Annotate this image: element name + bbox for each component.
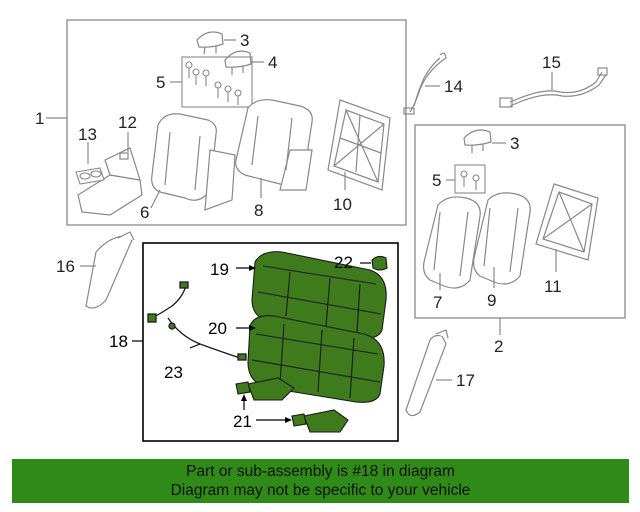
- cupholder-part-13: [75, 167, 105, 185]
- callout-1: 1: [35, 109, 44, 128]
- headrest-part-3: [196, 31, 224, 55]
- callout-23: 23: [164, 363, 183, 382]
- screws-part-5: [181, 56, 253, 108]
- trim-part-17: [405, 329, 449, 417]
- harness-part-23: [147, 281, 247, 361]
- callout-7: 7: [433, 293, 442, 312]
- trim-part-16: [85, 231, 135, 309]
- callout-19: 19: [210, 260, 229, 279]
- armrest-part-12: [77, 147, 143, 216]
- callout-17: 17: [456, 371, 475, 390]
- callout-14: 14: [444, 77, 463, 96]
- callout-21: 21: [233, 412, 252, 431]
- assembly-box-2: 2: [414, 124, 626, 356]
- info-banner: Part or sub-assembly is #18 in diagram D…: [12, 459, 629, 503]
- callout-9: 9: [487, 291, 496, 310]
- seatback-part-7: [423, 196, 481, 289]
- banner-line-2: Diagram may not be specific to your vehi…: [170, 482, 471, 499]
- clip-part-22: [371, 255, 388, 271]
- banner-line-1: Part or sub-assembly is #18 in diagram: [186, 463, 455, 480]
- seatback-part-8: [235, 99, 313, 191]
- callout-15: 15: [542, 53, 561, 72]
- callout-20: 20: [208, 319, 227, 338]
- callout-5-right: 5: [432, 171, 441, 190]
- headrest-part-4: [224, 50, 252, 75]
- callout-18: 18: [109, 332, 128, 351]
- trim-part-21-a: [235, 377, 295, 401]
- assembly-box-18: 18: [109, 242, 399, 442]
- callout-10: 10: [333, 195, 352, 214]
- callout-3-right: 3: [510, 134, 519, 153]
- callout-4: 4: [268, 53, 277, 72]
- callout-22: 22: [334, 253, 353, 272]
- callout-2: 2: [494, 337, 503, 356]
- callout-3-left: 3: [240, 31, 249, 50]
- seat-frame-part-11: [535, 183, 599, 261]
- callout-6: 6: [140, 203, 149, 222]
- screws-part-5-right: [454, 164, 486, 194]
- callout-12: 12: [118, 113, 137, 132]
- callout-8: 8: [254, 201, 263, 220]
- seatback-part-6: [151, 113, 236, 211]
- seat-frame-part-10: [327, 99, 391, 191]
- callout-11: 11: [544, 277, 562, 296]
- trim-part-21-b: [291, 409, 349, 433]
- seatback-part-9: [473, 192, 531, 285]
- headrest-part-3-right: [463, 129, 492, 153]
- callout-16: 16: [56, 257, 75, 276]
- cable-part-15: [499, 67, 608, 108]
- callout-5-left: 5: [156, 73, 165, 92]
- cable-part-14: [403, 52, 447, 115]
- callout-13: 13: [78, 125, 97, 144]
- assembly-box-1: 1: [35, 19, 407, 226]
